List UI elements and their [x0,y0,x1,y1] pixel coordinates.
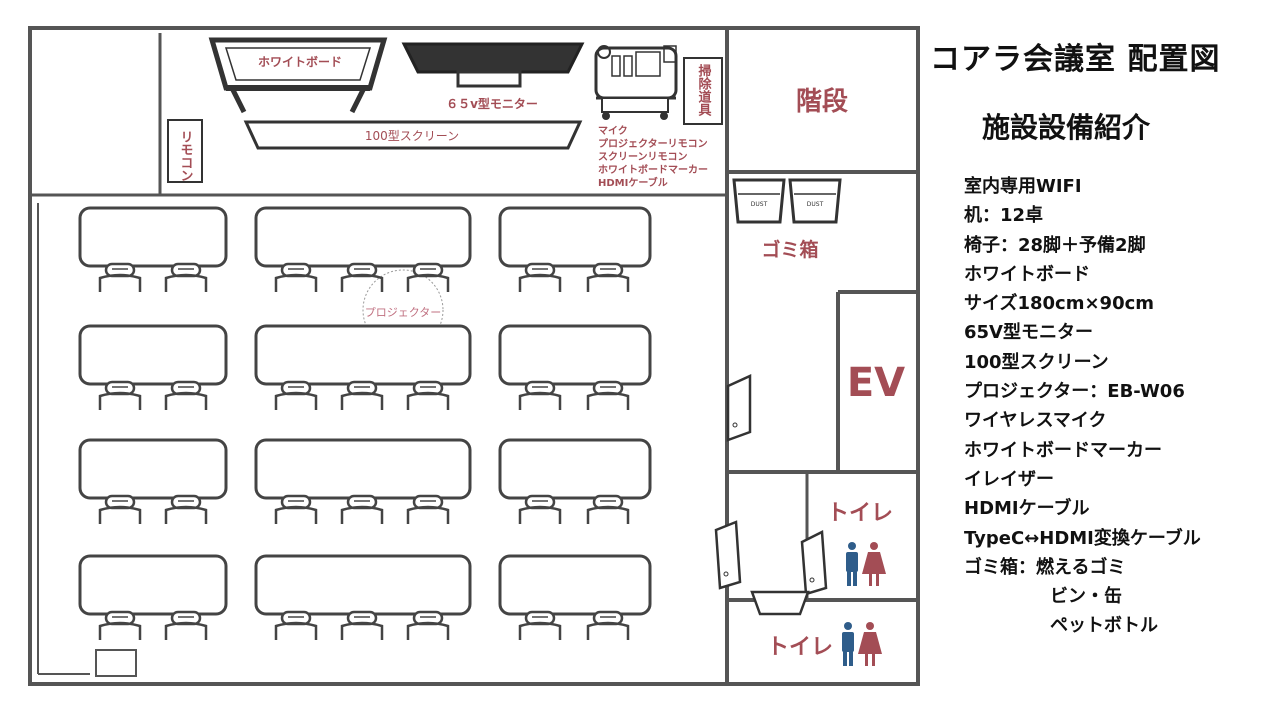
cart-item: プロジェクターリモコン [598,137,708,150]
info-panel: コアラ会議室 配置図 施設設備紹介 室内専用WIFI 机：12卓 椅子：28脚＋… [930,34,1270,641]
monitor-label: ６５v型モニター [446,96,538,111]
equipment-cart: マイク プロジェクターリモコン スクリーンリモコン ホワイトボードマーカー HD… [594,45,711,189]
chair [340,494,384,524]
stairs-label: 階段 [796,86,848,117]
remote-label: リモコン [178,130,193,182]
outer-wall [28,26,920,686]
table-layout [78,206,652,640]
chair [518,262,562,292]
cart-item: HDMIケーブル [598,176,668,189]
chair [164,494,208,524]
chair [98,262,142,292]
chair [518,380,562,410]
equipment-list: 室内専用WIFI 机：12卓 椅子：28脚＋予備2脚 ホワイトボード サイズ18… [964,172,1270,641]
toilet-label: トイレ [767,635,833,660]
equipment-item: プロジェクター：EB-W06 [964,381,1185,403]
page-subtitle: 施設設備紹介 [982,111,1151,144]
equipment-item: 100型スクリーン [964,351,1109,373]
equipment-item: ペットボトル [1050,615,1158,637]
restroom-icon [846,542,886,586]
cleaning-closet: 掃除道具 [683,57,723,125]
chair [518,610,562,640]
desk [498,554,652,616]
desk [498,206,652,268]
desk [254,206,472,268]
equipment-item: 室内専用WIFI [964,176,1082,197]
chair [406,610,450,640]
screen: 100型スクリーン [243,120,583,150]
whiteboard: ホワイトボード [208,37,388,114]
projector-range [362,269,444,351]
equipment-item: ワイヤレスマイク [964,410,1107,432]
chair [164,262,208,292]
sink [750,590,810,616]
screen-label: 100型スクリーン [365,129,459,143]
chair [164,380,208,410]
monitor: ６５v型モニター [401,42,585,111]
desk [78,324,228,386]
chair [406,262,450,292]
equipment-item: 机：12卓 [964,205,1044,227]
desk [78,438,228,500]
equipment-item: 65V型モニター [964,322,1093,344]
door [800,530,828,596]
chair [274,494,318,524]
chair [274,380,318,410]
dust-label: DUST [807,201,824,208]
equipment-item: ゴミ箱：燃えるゴミ [964,556,1126,578]
cart-item: スクリーンリモコン [598,151,688,163]
desk [254,324,472,386]
equipment-item: 椅子：28脚＋予備2脚 [964,234,1146,256]
equipment-item: ビン・缶 [1050,586,1122,608]
equipment-item: HDMIケーブル [964,498,1090,520]
desk [498,324,652,386]
chair [586,380,630,410]
whiteboard-label: ホワイトボード [258,54,342,69]
chair [586,610,630,640]
desk [78,554,228,616]
chair [98,494,142,524]
equipment-item: サイズ180cm×90cm [964,293,1155,315]
cart-item-list: マイク プロジェクターリモコン スクリーンリモコン ホワイトボードマーカー HD… [598,125,711,189]
chair [98,610,142,640]
desk [78,206,228,268]
desk [254,438,472,500]
chair [586,494,630,524]
entrance-mat [95,649,137,677]
toilet-label: トイレ [827,501,893,526]
projector-label: プロジェクター [365,306,442,319]
restroom-icon [842,622,882,666]
chair [98,380,142,410]
page-title: コアラ会議室 配置図 [930,42,1221,77]
cleaning-label: 掃除道具 [696,63,712,117]
cart-item: マイク [598,125,628,137]
equipment-item: TypeC↔HDMI変換ケーブル [964,527,1201,549]
chair [340,262,384,292]
chair [340,380,384,410]
chair [406,494,450,524]
door [714,520,742,590]
chair [518,494,562,524]
desk [498,438,652,500]
trash-bins: DUST DUST ゴミ箱 [732,178,842,261]
trash-label: ゴミ箱 [761,238,818,261]
chair [274,262,318,292]
chair [274,610,318,640]
remote-station: リモコン [167,119,203,183]
chair [340,610,384,640]
equipment-item: ホワイトボードマーカー [964,439,1162,461]
dust-label: DUST [751,201,768,208]
chair [164,610,208,640]
equipment-item: ホワイトボード [964,263,1090,285]
equipment-item: イレイザー [964,468,1054,490]
ev-label: EV [847,360,905,406]
cart-item: ホワイトボードマーカー [598,163,708,176]
desk [254,554,472,616]
chair [406,380,450,410]
chair [586,262,630,292]
door [726,374,752,442]
